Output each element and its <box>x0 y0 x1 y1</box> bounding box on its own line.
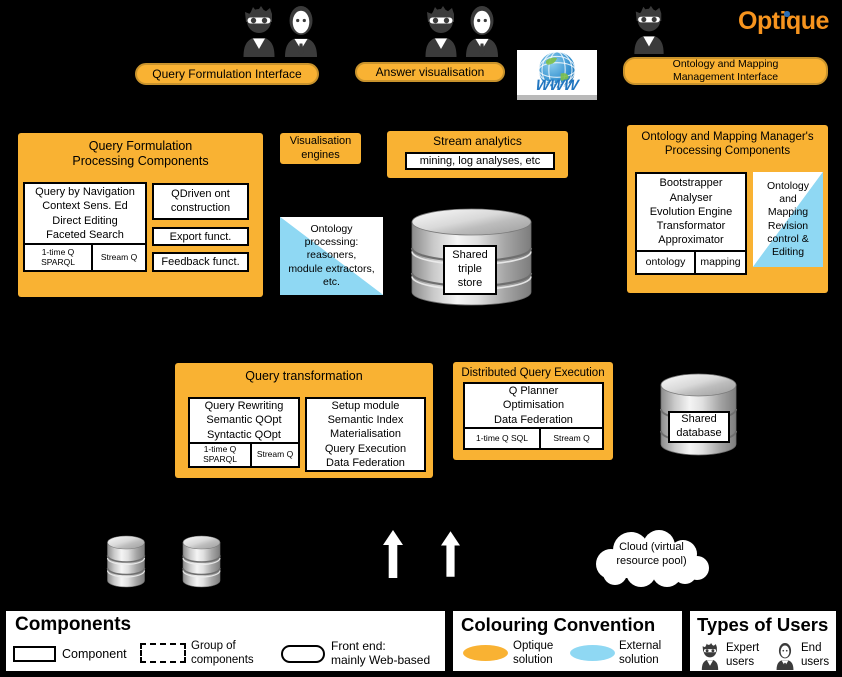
sub-stream-q: Stream Q <box>539 429 602 448</box>
query-formulation-interface-pill: Query Formulation Interface <box>135 63 319 85</box>
shared-database-label: Shared database <box>668 411 730 443</box>
legend-title: Colouring Convention <box>461 614 656 635</box>
optique-logo-text: Optique <box>738 7 829 35</box>
sub-1time-sql: 1-time Q SQL <box>476 432 528 443</box>
shared-database-icon: Shared database <box>659 373 738 456</box>
ontology-mapping-manager-group: Ontology and Mapping Manager's Processin… <box>627 125 828 293</box>
legend-users: Types of Users Expert users End users <box>687 608 839 674</box>
group-title: Distributed Query Execution <box>461 367 605 379</box>
component-swatch <box>13 646 56 662</box>
frontend-label: Front end: mainly Web-based <box>331 639 431 668</box>
cloud-shape: Cloud (virtual resource pool) <box>583 526 720 588</box>
expert-user-icon <box>632 3 666 55</box>
sub-stream-q: Stream Q <box>250 444 298 466</box>
www-globe-icon: WWW <box>517 50 597 95</box>
group-title: Query Formulation Processing Components <box>72 139 209 169</box>
optique-logo-dot <box>784 11 790 17</box>
component-label: Q Planner Optimisation Data Federation <box>494 385 573 426</box>
ontology-mapping-interface-pill: Ontology and Mapping Management Interfac… <box>623 57 828 85</box>
legend-title: Components <box>15 614 132 635</box>
stream-analytics-group: Stream analytics mining, log analyses, e… <box>387 131 568 178</box>
sub-mapping: mapping <box>694 252 745 273</box>
component-label: Query by Navigation Context Sens. Ed Dir… <box>35 185 135 241</box>
group-title: Stream analytics <box>433 134 522 148</box>
up-arrow-icon <box>383 530 403 578</box>
component-label: Component <box>62 647 127 661</box>
triple-store-label: Shared triple store <box>443 245 497 295</box>
dqe-main-component: Q Planner Optimisation Data Federation 1… <box>463 382 604 450</box>
expert-user-icon <box>241 4 277 57</box>
frontend-swatch <box>281 645 325 663</box>
sub-1time-sparql: 1-time Q SPARQL <box>41 246 75 267</box>
cloud-label: Cloud (virtual resource pool) <box>616 541 687 567</box>
database-icon <box>181 535 222 588</box>
mining-component: mining, log analyses, etc <box>405 152 555 170</box>
ontology-processing-box: Ontology processing: reasoners, module e… <box>280 217 383 295</box>
group-title: Ontology and Mapping Manager's Processin… <box>641 131 814 158</box>
end-user-icon <box>464 4 500 57</box>
group-of-components-swatch <box>140 643 186 663</box>
optique-solution-label: Optique solution <box>513 640 554 666</box>
component-label: Query Rewriting Semantic QOpt Syntactic … <box>204 400 284 441</box>
optique-solution-swatch <box>463 645 508 661</box>
up-arrow-icon <box>441 530 460 578</box>
qdriven-component: QDriven ont construction <box>152 183 249 220</box>
qf-main-component: Query by Navigation Context Sens. Ed Dir… <box>23 182 147 272</box>
end-user-icon <box>283 4 319 57</box>
query-formulation-group: Query Formulation Processing Components … <box>18 133 263 297</box>
database-icon <box>106 535 146 588</box>
qt-right-component: Setup module Semantic Index Materialisat… <box>305 397 426 472</box>
group-of-components-label: Group of components <box>191 640 254 666</box>
end-user-icon <box>774 642 796 670</box>
distributed-query-execution-group: Distributed Query Execution Q Planner Op… <box>453 362 613 460</box>
legend-colouring: Colouring Convention Optique solution Ex… <box>450 608 685 674</box>
expert-users-label: Expert users <box>726 642 760 668</box>
feedback-component: Feedback funct. <box>152 252 249 272</box>
shared-triple-store-database-icon: Shared triple store <box>410 207 533 307</box>
legend-components: Components Component Group of components… <box>3 608 448 674</box>
query-transformation-group: Query transformation Query Rewriting Sem… <box>175 363 433 478</box>
end-users-label: End users <box>801 642 830 668</box>
answer-visualisation-pill: Answer visualisation <box>355 62 505 82</box>
sub-1time-sparql: 1-time Q SPARQL <box>203 444 237 464</box>
group-title: Query transformation <box>245 369 363 383</box>
sub-stream-q: Stream Q <box>91 245 145 270</box>
component-label: Bootstrapper Analyser Evolution Engine T… <box>649 177 733 247</box>
visualisation-engines-box: Visualisation engines <box>280 133 361 164</box>
www-text: WWW <box>534 77 580 94</box>
external-solution-label: External solution <box>619 640 662 666</box>
omm-main-component: Bootstrapper Analyser Evolution Engine T… <box>635 172 747 275</box>
sub-ontology: ontology <box>645 255 686 268</box>
www-image-shadow <box>517 95 597 100</box>
export-component: Export funct. <box>152 227 249 246</box>
expert-user-icon <box>699 642 721 670</box>
legend-title: Types of Users <box>697 614 829 635</box>
qt-left-component: Query Rewriting Semantic QOpt Syntactic … <box>188 397 300 468</box>
optique-logo: Optique <box>738 7 840 39</box>
external-solution-swatch <box>570 645 615 661</box>
revision-control-box: Ontology and Mapping Revision control & … <box>753 172 823 267</box>
expert-user-icon <box>423 4 459 57</box>
